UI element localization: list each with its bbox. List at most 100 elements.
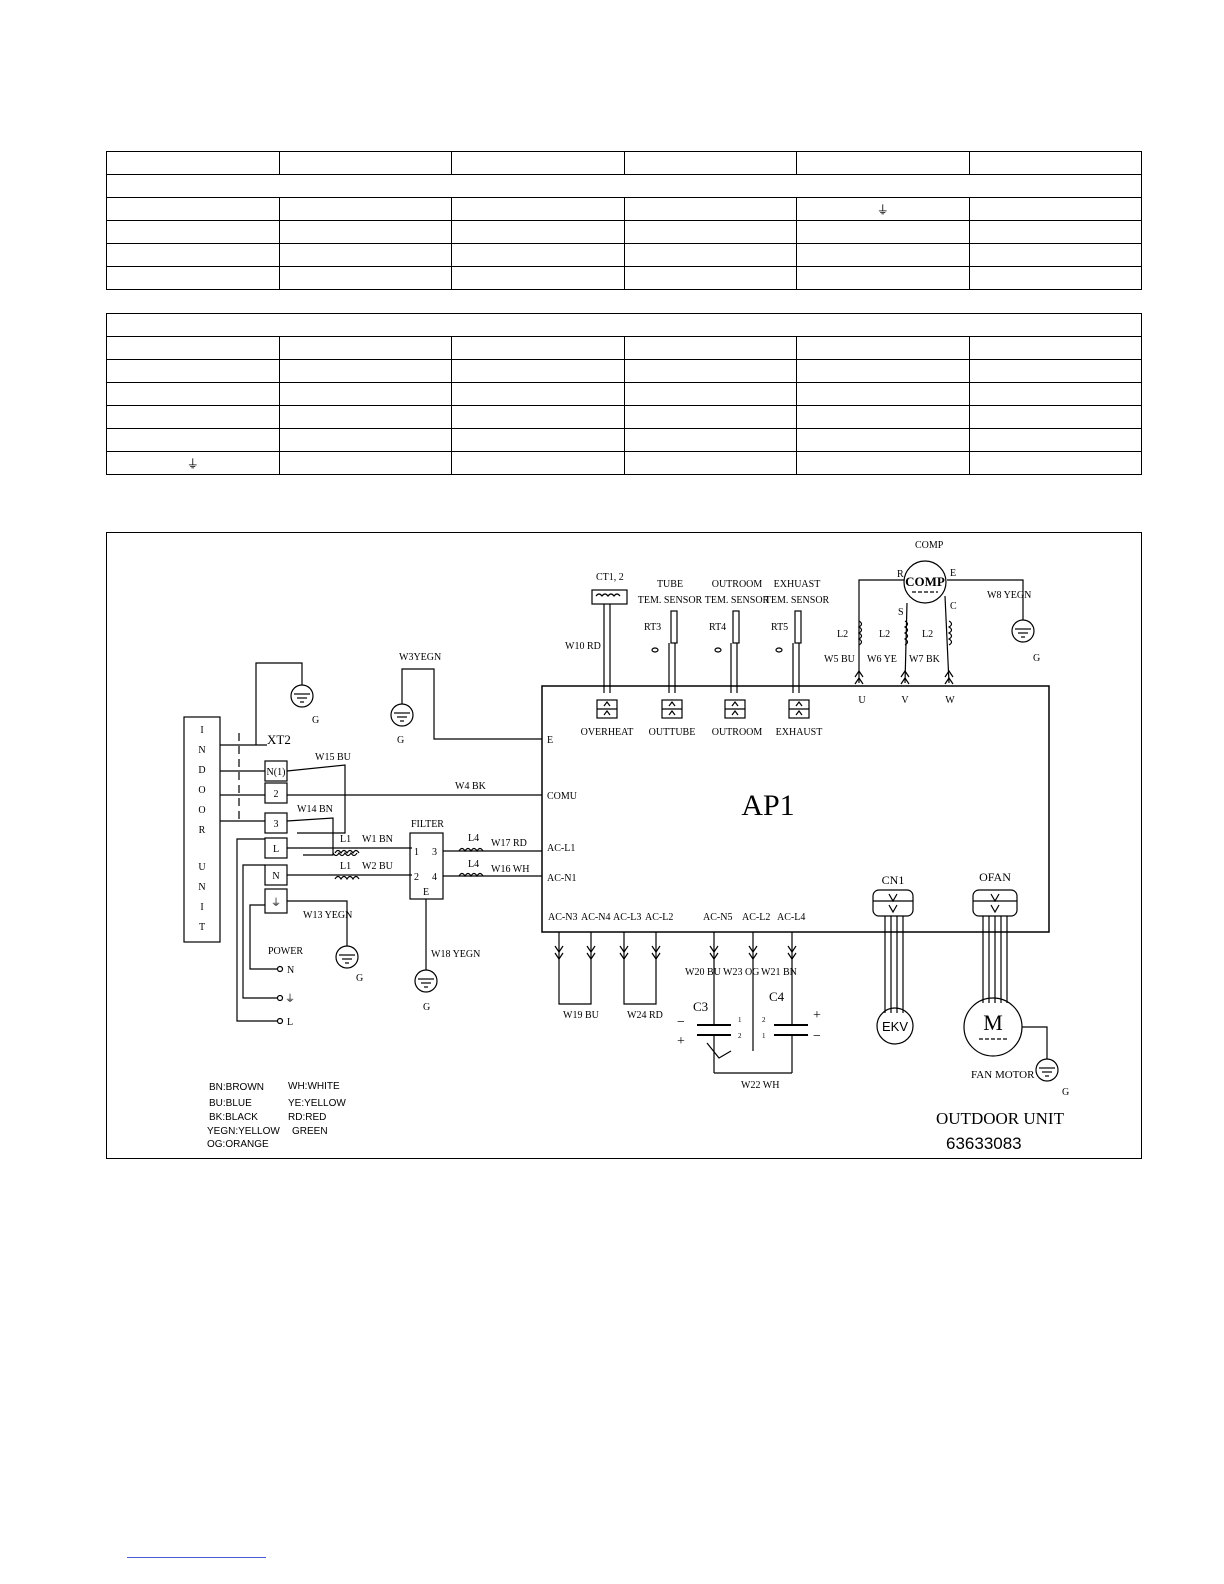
svg-text:OG:ORANGE: OG:ORANGE (207, 1139, 269, 1150)
svg-text:G: G (312, 715, 319, 726)
svg-text:FILTER: FILTER (411, 819, 444, 830)
svg-text:RT3: RT3 (644, 622, 661, 633)
svg-text:TEM. SENSOR: TEM. SENSOR (765, 595, 830, 606)
svg-text:O: O (198, 785, 205, 796)
svg-text:L1: L1 (340, 834, 351, 845)
svg-text:W22 WH: W22 WH (741, 1080, 779, 1091)
svg-text:N: N (198, 745, 205, 756)
connector-outtube (661, 699, 683, 719)
svg-text:I: I (200, 902, 203, 913)
svg-text:YEGN:YELLOW: YEGN:YELLOW (207, 1126, 280, 1137)
svg-text:W5 BU: W5 BU (824, 654, 856, 665)
svg-text:L4: L4 (468, 833, 479, 844)
svg-text:COMP: COMP (905, 574, 945, 589)
svg-text:OVERHEAT: OVERHEAT (581, 727, 634, 738)
svg-text:G: G (1033, 653, 1040, 664)
svg-text:3: 3 (432, 847, 437, 858)
svg-text:W21 BN: W21 BN (761, 967, 797, 978)
svg-text:YE:YELLOW: YE:YELLOW (288, 1098, 346, 1109)
svg-text:OUTROOM: OUTROOM (712, 727, 763, 738)
svg-text:3: 3 (274, 819, 279, 830)
svg-text:⏚: ⏚ (271, 897, 281, 909)
svg-text:AP1: AP1 (741, 789, 794, 822)
svg-text:AC-L2: AC-L2 (645, 912, 673, 923)
spec-table-1: ⏚ (106, 151, 1142, 290)
svg-text:AC-L4: AC-L4 (777, 912, 805, 923)
svg-text:L: L (287, 1017, 293, 1028)
svg-text:FAN MOTOR: FAN MOTOR (971, 1069, 1035, 1081)
svg-text:G: G (423, 1002, 430, 1013)
svg-text:AC-N3: AC-N3 (548, 912, 577, 923)
svg-text:−: − (813, 1029, 821, 1044)
svg-text:G: G (356, 973, 363, 984)
svg-text:C3: C3 (693, 999, 708, 1014)
svg-text:RT4: RT4 (709, 622, 726, 633)
svg-text:+: + (813, 1008, 821, 1023)
svg-text:−: − (677, 1015, 685, 1030)
svg-text:2: 2 (274, 789, 279, 800)
svg-text:XT2: XT2 (267, 732, 291, 747)
svg-text:BN:BROWN: BN:BROWN (209, 1082, 264, 1093)
svg-text:AC-N1: AC-N1 (547, 873, 576, 884)
ground-icon (290, 684, 314, 708)
svg-text:L2: L2 (922, 629, 933, 640)
svg-text:⏚: ⏚ (285, 993, 295, 1005)
svg-text:W: W (945, 695, 955, 706)
svg-text:G: G (1062, 1087, 1069, 1098)
svg-text:W18 YEGN: W18 YEGN (431, 949, 480, 960)
connector-outroom (724, 699, 746, 719)
svg-text:L2: L2 (837, 629, 848, 640)
svg-text:AC-L3: AC-L3 (613, 912, 641, 923)
svg-text:COMP: COMP (915, 540, 944, 551)
svg-text:W4 BK: W4 BK (455, 781, 487, 792)
svg-text:W1 BN: W1 BN (362, 834, 393, 845)
color-legend: BN:BROWN WH:WHITE BU:BLUE YE:YELLOW BK:B… (207, 1081, 346, 1150)
svg-text:W19 BU: W19 BU (563, 1010, 600, 1021)
svg-text:L: L (273, 844, 279, 855)
svg-text:W15 BU: W15 BU (315, 752, 352, 763)
ap1-board (541, 685, 1050, 933)
ground-icon (414, 969, 438, 993)
drawing-number: 63633083 (946, 1134, 1022, 1153)
svg-text:L4: L4 (468, 859, 479, 870)
svg-text:GREEN: GREEN (292, 1126, 328, 1137)
indoor-unit-box (183, 716, 221, 943)
svg-text:EKV: EKV (882, 1019, 908, 1034)
footer-divider (127, 1557, 266, 1558)
svg-text:W6 YE: W6 YE (867, 654, 897, 665)
wiring-diagram: I N D O O R U N I T G XT2 N(1) 2 3 L N ⏚… (106, 532, 1142, 1159)
svg-text:+: + (677, 1034, 685, 1049)
ground-icon (1035, 1058, 1059, 1082)
svg-text:E: E (423, 887, 429, 898)
svg-text:AC-L2: AC-L2 (742, 912, 770, 923)
svg-text:4: 4 (432, 872, 437, 883)
svg-text:O: O (198, 805, 205, 816)
svg-text:AC-L1: AC-L1 (547, 843, 575, 854)
svg-text:G: G (397, 735, 404, 746)
ground-icon (390, 703, 414, 727)
ekv-valve (876, 1007, 914, 1045)
svg-text:W16 WH: W16 WH (491, 864, 529, 875)
svg-text:TEM. SENSOR: TEM. SENSOR (705, 595, 770, 606)
svg-text:C4: C4 (769, 989, 785, 1004)
svg-text:W8 YEGN: W8 YEGN (987, 590, 1031, 601)
svg-text:U: U (198, 862, 206, 873)
indoor-unit-label: I N D O O R U N I T (198, 725, 206, 933)
svg-text:E: E (950, 568, 956, 579)
svg-text:I: I (200, 725, 203, 736)
svg-text:W2 BU: W2 BU (362, 861, 394, 872)
spec-table-2: ⏚ (106, 313, 1142, 475)
svg-text:1: 1 (414, 847, 419, 858)
outdoor-unit-title: OUTDOOR UNIT (936, 1109, 1065, 1128)
svg-text:OUTROOM: OUTROOM (712, 579, 763, 590)
ground-symbol-icon: ⏚ (186, 456, 199, 471)
svg-text:COMU: COMU (547, 791, 578, 802)
svg-text:1: 1 (762, 1032, 766, 1040)
svg-text:CN1: CN1 (882, 873, 905, 887)
svg-text:AC-N4: AC-N4 (581, 912, 610, 923)
svg-text:M: M (983, 1010, 1003, 1035)
svg-text:OFAN: OFAN (979, 870, 1011, 884)
svg-text:L1: L1 (340, 861, 351, 872)
ground-icon (335, 945, 359, 969)
svg-text:W14 BN: W14 BN (297, 804, 333, 815)
